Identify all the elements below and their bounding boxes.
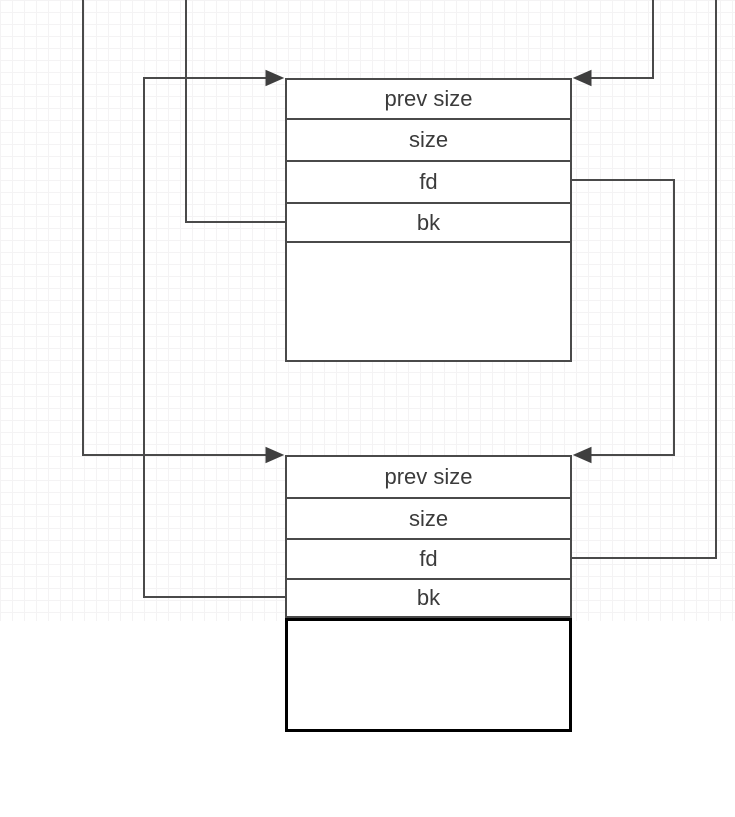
chunk-lower-user-data-emphasis-box: [285, 618, 572, 732]
field-bk-label: bk: [416, 209, 441, 235]
field-size-label: size: [408, 127, 449, 152]
arrowhead-upper-chunk-top-left: [265, 69, 285, 87]
edge-lower-bk-to-upper-chunk: [143, 77, 287, 598]
field-prev-size: prev size: [287, 457, 570, 499]
field-bk: bk: [287, 580, 570, 618]
field-fd: fd: [287, 162, 570, 204]
field-fd: fd: [287, 540, 570, 580]
edge-offscreen-to-lower-chunk: [82, 0, 266, 456]
field-prev-size: prev size: [287, 80, 570, 120]
chunk-upper: prev size size fd bk: [285, 78, 572, 362]
edge-offscreen-to-upper-chunk: [591, 0, 654, 79]
chunk-lower: prev size size fd bk: [285, 455, 572, 618]
field-bk-label: bk: [416, 585, 441, 610]
field-bk: bk: [287, 204, 570, 243]
arrowhead-lower-chunk-top-right: [572, 446, 592, 464]
edge-lower-fd-to-offscreen: [570, 0, 717, 559]
field-prev-size-label: prev size: [384, 464, 473, 489]
edge-upper-bk-to-offscreen: [185, 0, 287, 223]
field-fd-label: fd: [419, 169, 438, 194]
field-fd-label: fd: [419, 546, 438, 571]
field-size: size: [287, 120, 570, 162]
chunk-upper-user-data-area: [287, 243, 570, 360]
arrowhead-lower-chunk-top-left: [265, 446, 285, 464]
arrowhead-upper-chunk-top-right: [572, 69, 592, 87]
field-size-label: size: [408, 505, 449, 531]
field-size: size: [287, 499, 570, 540]
edge-upper-fd-to-lower-chunk: [570, 179, 675, 456]
field-prev-size-label: prev size: [384, 86, 473, 111]
